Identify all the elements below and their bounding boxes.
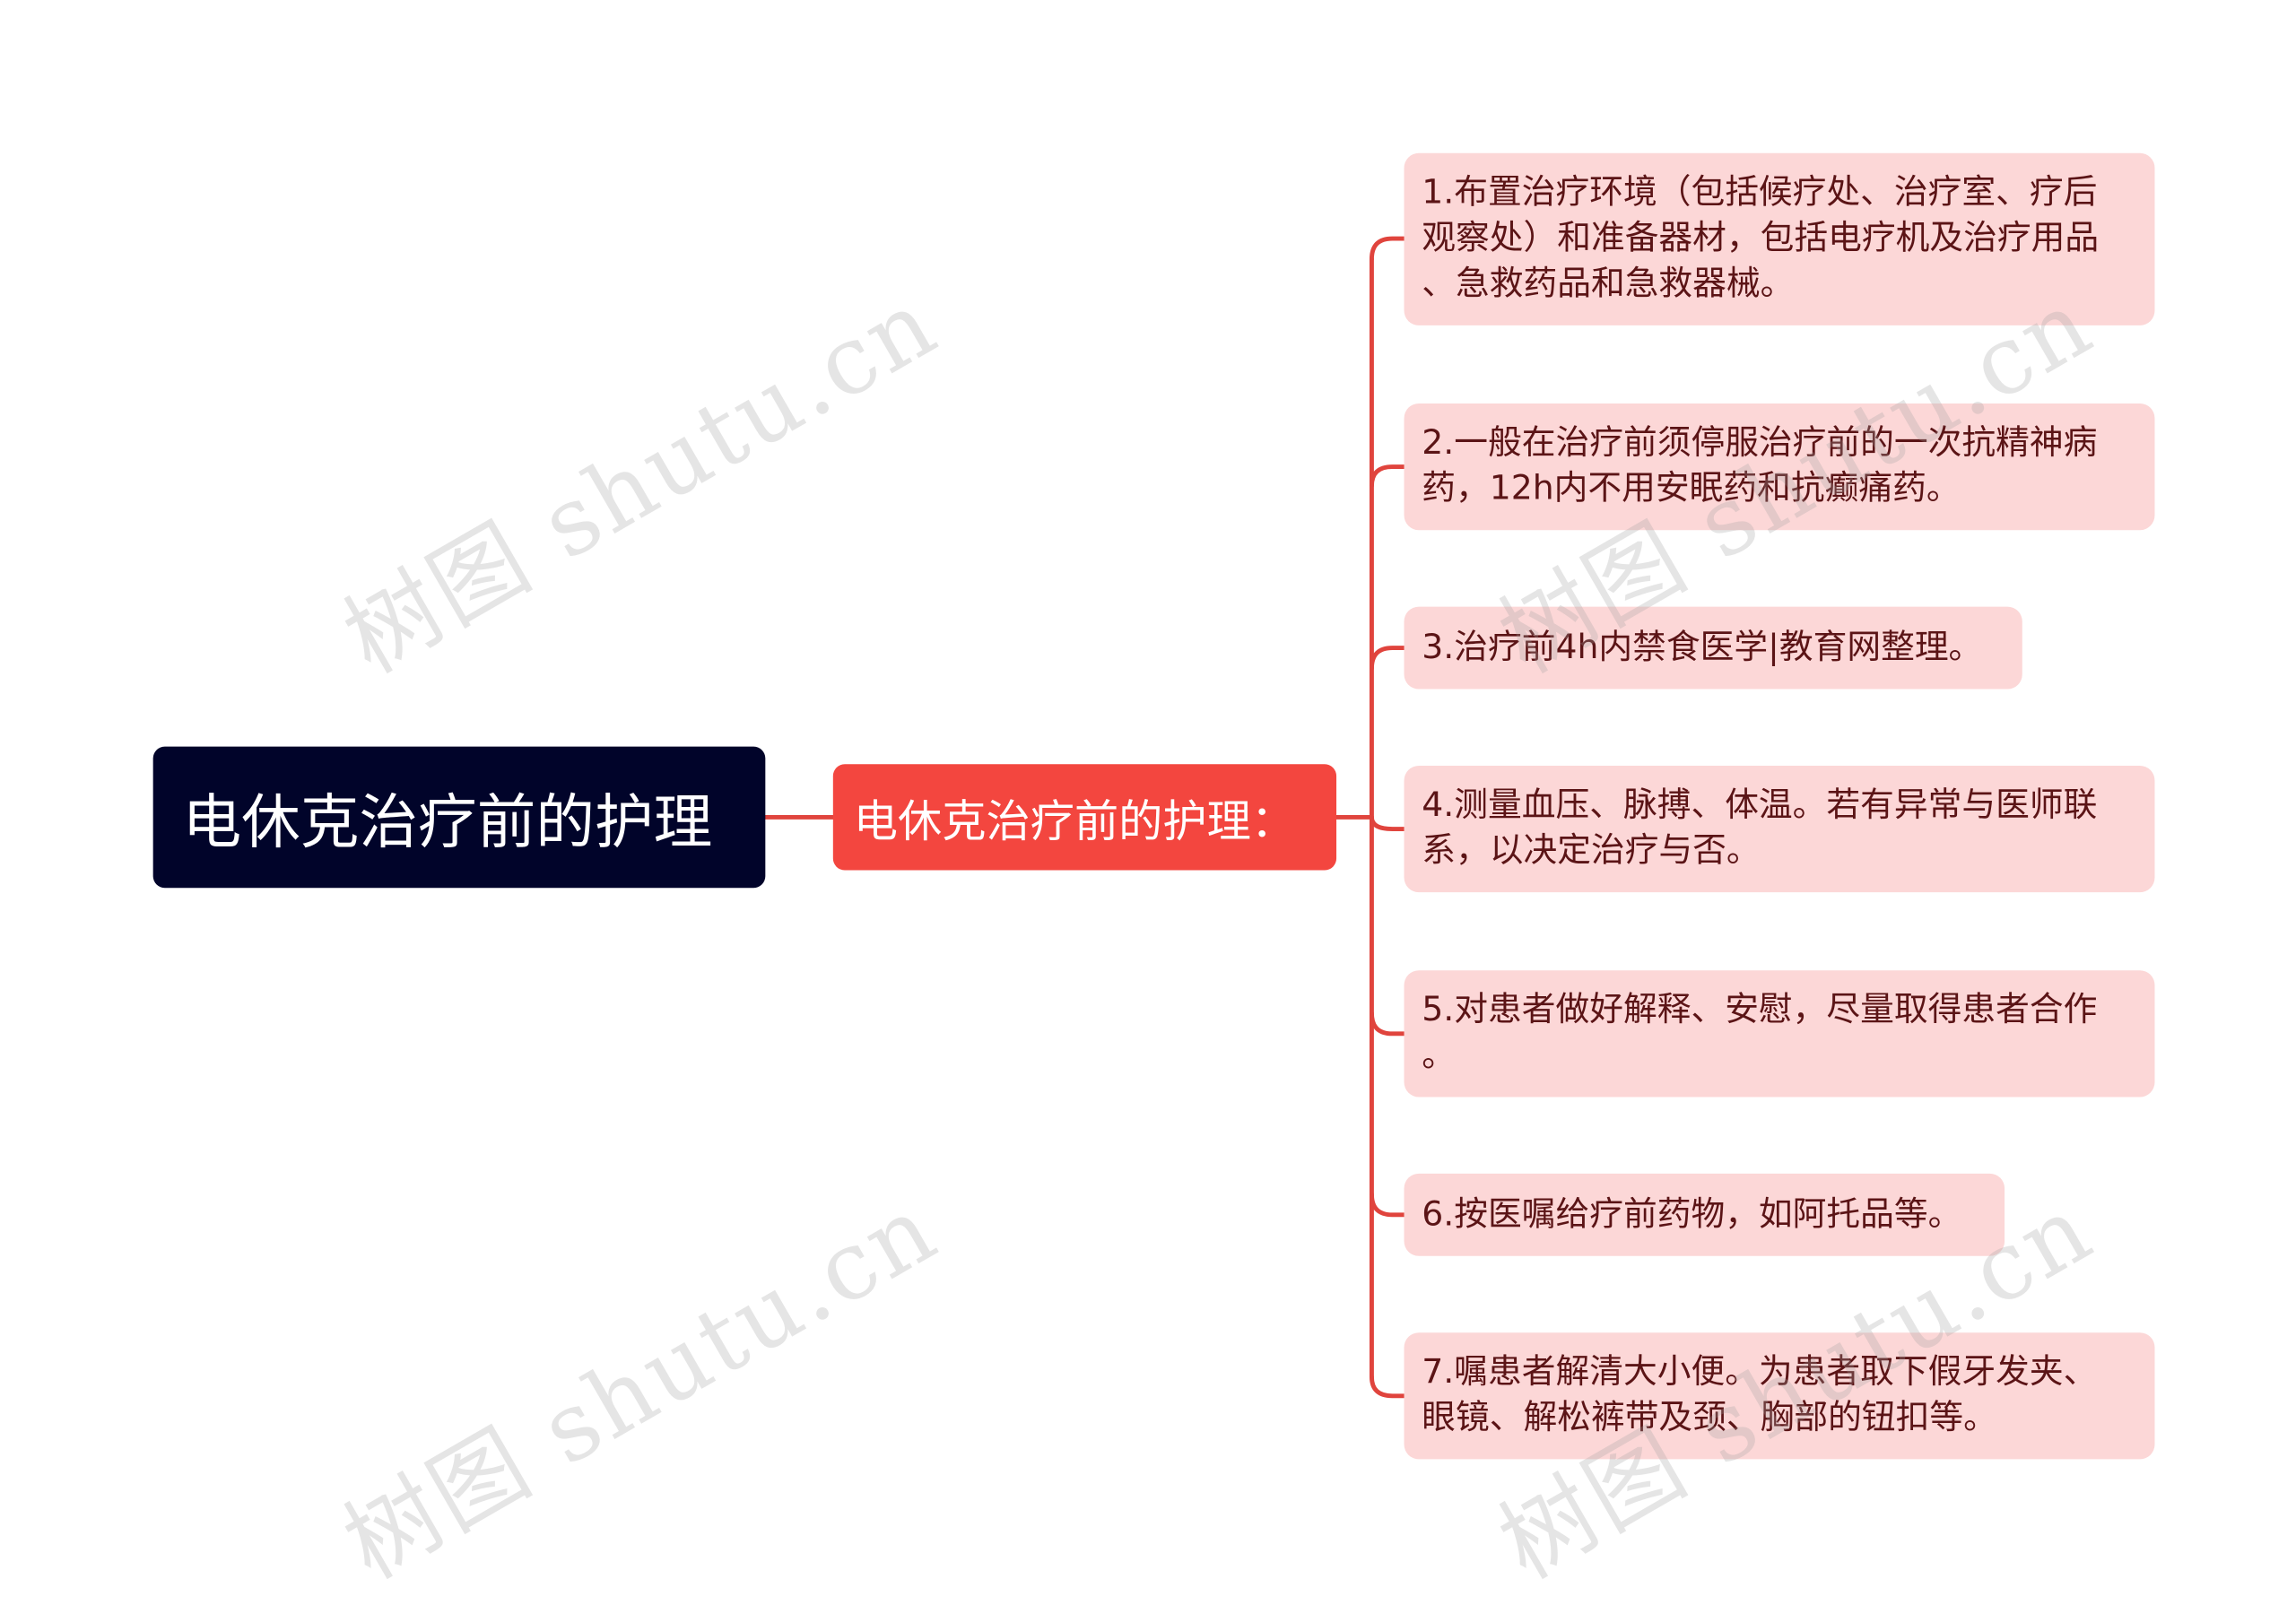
- leaf-node-5[interactable]: 5.对患者做好解释、安慰，尽量取得患者合作 。: [1404, 970, 2155, 1097]
- connector-item-1: [1369, 236, 1406, 262]
- root-node-label: 电休克治疗前的护理: [182, 789, 713, 857]
- leaf-node-3-text: 3.治疗前4h内禁食医学|教育网整理。: [1422, 628, 1983, 667]
- leaf-node-3[interactable]: 3.治疗前4h内禁食医学|教育网整理。: [1404, 606, 2022, 690]
- leaf-node-6-text: 6.按医嘱给疗前药物，如阿托品等。: [1422, 1194, 1962, 1234]
- root-node[interactable]: 电休克治疗前的护理: [152, 746, 766, 889]
- leaf-node-7[interactable]: 7.嘱患者解清大小便。为患者取下假牙发夹、 眼镜、解松裤带及颈、胸部的钮扣等。: [1404, 1332, 2155, 1460]
- branch-node[interactable]: 电休克治疗前的护理：: [832, 764, 1337, 871]
- leaf-node-2-text: 2.一般在治疗前须停服治疗前的一次抗精神病 药，12h内不用安眠药和抗癫痛药。: [1422, 423, 2098, 508]
- leaf-node-6[interactable]: 6.按医嘱给疗前药物，如阿托品等。: [1404, 1173, 2005, 1256]
- leaf-node-1[interactable]: 1.布置治疗环境（包括候疗处、治疗室、疗后 观察处）和准备器材，包括电疗机及治疗…: [1404, 152, 2155, 325]
- connector-item-6: [1369, 1192, 1406, 1218]
- connector-item-3: [1369, 646, 1406, 672]
- leaf-node-4[interactable]: 4.测量血压、脉搏、体温。若有异常与医师联 系，以决定治疗与否。: [1404, 765, 2155, 893]
- leaf-node-4-text: 4.测量血压、脉搏、体温。若有异常与医师联 系，以决定治疗与否。: [1422, 785, 2098, 871]
- leaf-node-7-text: 7.嘱患者解清大小便。为患者取下假牙发夹、 眼镜、解松裤带及颈、胸部的钮扣等。: [1422, 1353, 2098, 1437]
- connector-item-2: [1369, 464, 1406, 489]
- leaf-node-2[interactable]: 2.一般在治疗前须停服治疗前的一次抗精神病 药，12h内不用安眠药和抗癫痛药。: [1404, 403, 2155, 531]
- connector-item-5: [1369, 1011, 1406, 1037]
- leaf-node-1-text: 1.布置治疗环境（包括候疗处、治疗室、疗后 观察处）和准备器材，包括电疗机及治疗…: [1422, 173, 2100, 304]
- connector-item-7: [1369, 1374, 1406, 1399]
- branch-node-label: 电休克治疗前的护理：: [853, 796, 1296, 848]
- connector-item-4: [1369, 814, 1406, 832]
- leaf-node-5-text: 5.对患者做好解释、安慰，尽量取得患者合作 。: [1422, 991, 2098, 1075]
